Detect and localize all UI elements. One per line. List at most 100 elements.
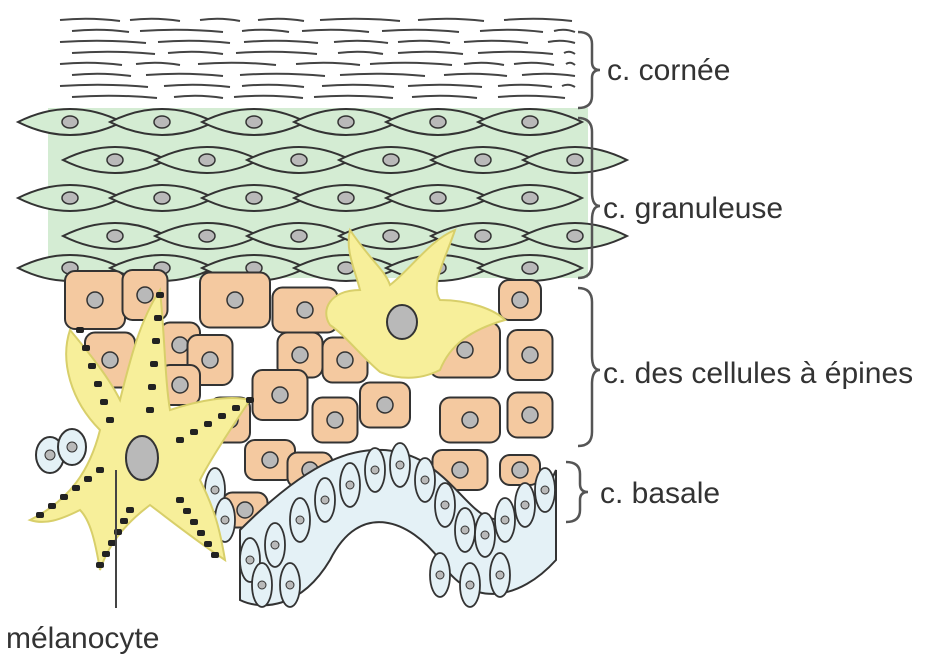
cell-nucleus <box>262 452 278 468</box>
keratin-line <box>320 19 400 21</box>
cell-nucleus <box>567 230 583 242</box>
melanin-granule <box>218 413 226 419</box>
cell-nucleus <box>271 541 279 549</box>
keratin-line <box>158 41 230 43</box>
cell-nucleus <box>377 397 393 413</box>
keratin-line <box>60 41 146 43</box>
keratin-line <box>338 52 383 54</box>
keratin-line <box>464 63 504 65</box>
cell-nucleus <box>107 154 123 166</box>
keratin-line <box>234 96 303 98</box>
melanin-granule <box>102 551 110 557</box>
cell-nucleus <box>441 501 449 509</box>
keratin-line <box>418 19 484 21</box>
keratin-line <box>242 85 304 87</box>
cell-nucleus <box>462 412 478 428</box>
cell-nucleus <box>154 116 170 128</box>
cell-nucleus <box>87 292 103 308</box>
cell-nucleus <box>172 337 188 353</box>
keratin-line <box>164 85 230 87</box>
cell-nucleus <box>430 192 446 204</box>
keratin-line <box>498 96 565 98</box>
melanin-granule <box>146 407 154 413</box>
cell-nucleus <box>107 230 123 242</box>
melanin-granule <box>211 552 219 558</box>
cell-nucleus <box>521 501 529 509</box>
keratin-line <box>444 74 507 76</box>
cell-nucleus <box>522 407 538 423</box>
cell-nucleus <box>258 581 266 589</box>
cell-nucleus <box>475 230 491 242</box>
keratin-line <box>480 30 543 32</box>
keratin-line <box>200 19 240 21</box>
melanin-granule <box>88 363 96 369</box>
cell-nucleus <box>421 476 429 484</box>
keratin-line <box>498 85 552 87</box>
keratin-line <box>240 74 325 76</box>
cell-nucleus <box>199 230 215 242</box>
melanin-granule <box>246 397 254 403</box>
keratin-line <box>136 63 180 65</box>
keratin-line <box>244 41 318 43</box>
cell-nucleus <box>501 516 509 524</box>
keratin-line <box>302 30 369 32</box>
basal-cluster-left <box>36 429 86 473</box>
melanin-granule <box>232 405 240 411</box>
melanin-granule <box>154 315 162 321</box>
cell-nucleus <box>466 581 474 589</box>
melanin-granule <box>36 512 44 518</box>
melanin-granule <box>76 327 84 333</box>
cell-nucleus <box>211 486 219 494</box>
keratin-line <box>60 19 120 21</box>
melanin-granule <box>204 421 212 427</box>
cell-nucleus <box>62 116 78 128</box>
cell-nucleus <box>327 412 343 428</box>
cell-nucleus <box>297 302 313 318</box>
cell-nucleus <box>383 154 399 166</box>
keratin-line <box>398 41 450 43</box>
label-basale: c. basale <box>600 477 720 510</box>
label-cornee: c. cornée <box>607 54 730 87</box>
keratin-line <box>168 52 223 54</box>
keratin-line <box>464 41 528 43</box>
keratin-line <box>322 85 394 87</box>
melanin-granule <box>190 519 198 525</box>
keratin-line <box>130 19 180 21</box>
melanin-granule <box>60 494 68 500</box>
cell-nucleus <box>522 192 538 204</box>
cell-nucleus <box>338 116 354 128</box>
cell-nucleus <box>522 116 538 128</box>
keratin-line <box>564 52 575 54</box>
label-granuleuse: c. granuleuse <box>603 192 783 225</box>
cell-nucleus <box>481 531 489 539</box>
keratin-line <box>514 63 554 65</box>
cell-nucleus <box>452 462 468 478</box>
cell-nucleus <box>172 377 188 393</box>
cell-nucleus <box>436 571 444 579</box>
cell-nucleus <box>102 352 118 368</box>
cell-nucleus <box>154 192 170 204</box>
cell-nucleus <box>246 192 262 204</box>
label-melanocyte: mélanocyte <box>6 622 159 655</box>
keratin-line <box>554 30 575 32</box>
melanin-granule <box>148 384 156 390</box>
stratum-corneum-layer <box>60 19 575 98</box>
bracket-cornee <box>578 32 600 108</box>
cell-nucleus <box>221 516 229 524</box>
cell-nucleus <box>199 154 215 166</box>
cell-nucleus <box>512 292 528 308</box>
cell-nucleus <box>272 387 288 403</box>
cell-nucleus <box>430 116 446 128</box>
cell-nucleus <box>396 461 404 469</box>
keratin-line <box>242 30 289 32</box>
cell-nucleus <box>291 154 307 166</box>
melanin-granule <box>176 497 184 503</box>
keratin-line <box>258 19 304 21</box>
keratin-line <box>340 74 425 76</box>
stratum-granulosum-layer <box>18 108 627 281</box>
bracket-basale <box>566 462 588 522</box>
melanin-granule <box>96 467 104 473</box>
melanin-granule <box>48 503 56 509</box>
cell-nucleus <box>383 230 399 242</box>
